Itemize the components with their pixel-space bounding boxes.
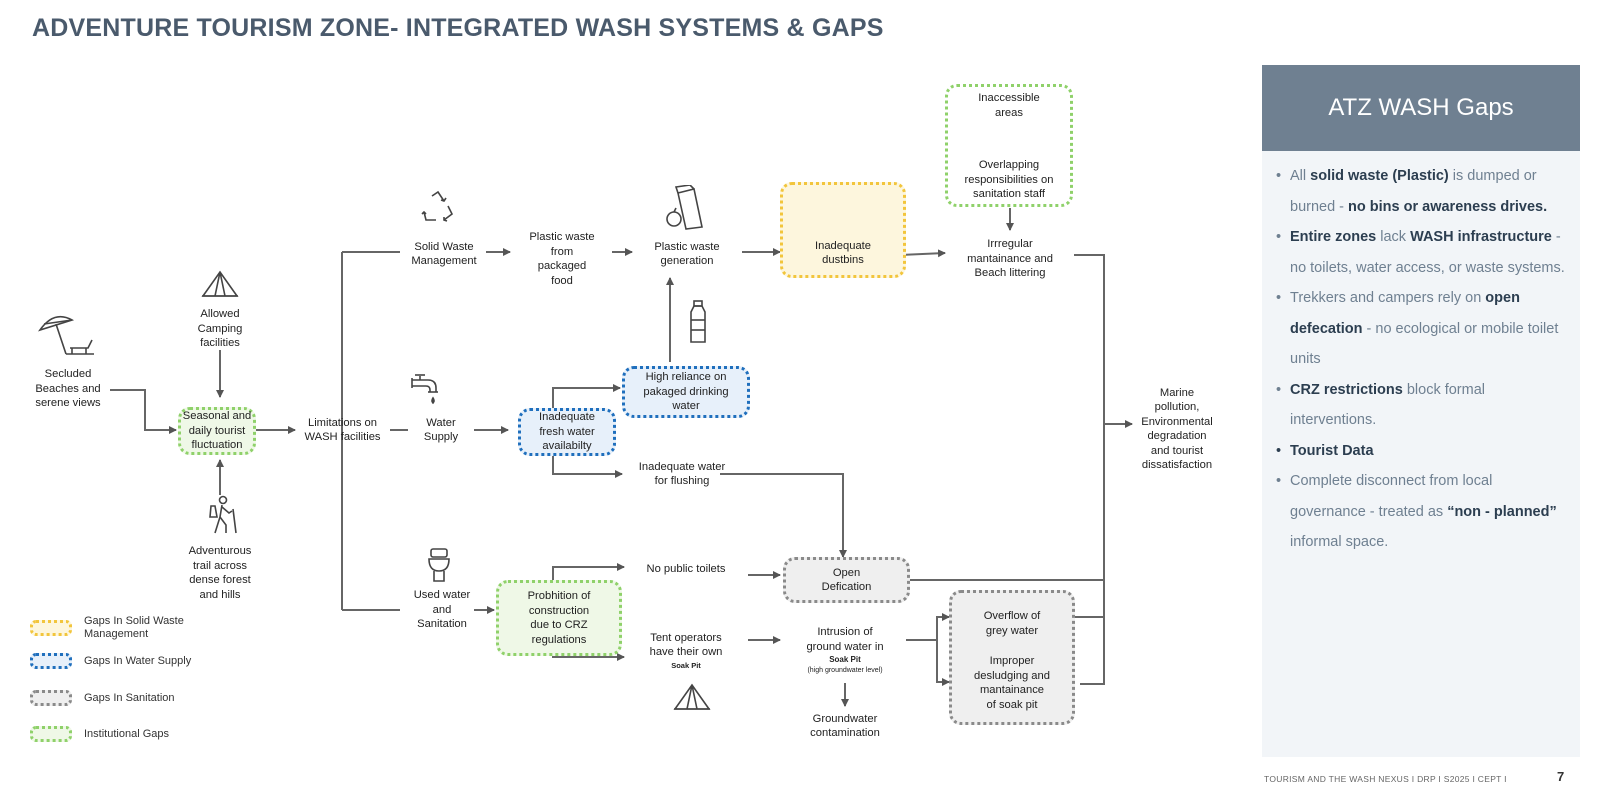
node-water-supply: Water Supply xyxy=(423,416,459,444)
gap-item-text: Trekkers and campers rely on xyxy=(1290,290,1486,306)
flow-connectors xyxy=(110,127,1133,707)
tent-operators-text: Tent operators have their own xyxy=(649,631,723,659)
node-plastic-generation: Plastic waste generation xyxy=(654,240,720,268)
water-bottle-icon xyxy=(690,300,706,343)
legend-swatch-grey xyxy=(30,690,72,706)
panel-title: ATZ WASH Gaps xyxy=(1262,65,1580,151)
gap-item: Complete disconnect from local governanc… xyxy=(1276,466,1572,558)
intrusion-note: (high groundwater level) xyxy=(807,667,883,674)
gap-item-bold: Entire zones xyxy=(1290,229,1377,245)
gap-item-bold: “non - planned” xyxy=(1447,503,1557,520)
node-secluded-beaches: Secluded Beaches and serene views xyxy=(35,368,101,410)
node-solid-waste-management: Solid Waste Management xyxy=(411,240,477,268)
node-high-reliance-packaged-water: High reliance on pakaged drinking water xyxy=(622,366,750,418)
node-inadequate-flushing: Inadequate water for flushing xyxy=(638,460,726,488)
gap-item: Trekkers and campers rely on open defeca… xyxy=(1276,283,1572,375)
gap-item: Entire zones lack WASH infrastructure - … xyxy=(1276,222,1572,283)
node-plastic-packaged-food: Plastic waste from packaged food xyxy=(529,231,595,287)
tent-icon-bottom xyxy=(673,683,711,710)
gap-item-text: informal space. xyxy=(1290,534,1389,550)
legend-label: Institutional Gaps xyxy=(84,728,169,740)
node-improper-desludging: Improper desludging and mantainance of s… xyxy=(974,655,1050,711)
gap-item-bold: Tourist Data xyxy=(1290,442,1374,459)
intrusion-text: Intrusion of ground water in xyxy=(806,626,884,653)
legend-solid-waste: Gaps In Solid Waste Management xyxy=(30,615,184,641)
page-number: 7 xyxy=(1557,769,1565,784)
gaps-list: All solid waste (Plastic) is dumped or b… xyxy=(1276,161,1572,558)
node-no-public-toilets: No public toilets xyxy=(646,562,726,575)
node-inadequate-fresh-water: Inadequate fresh water availabilty xyxy=(518,408,616,456)
gap-item-bold: WASH infrastructure xyxy=(1410,229,1552,245)
node-groundwater-intrusion: Intrusion of ground water in Soak Pit (h… xyxy=(780,620,910,680)
recycle-icon xyxy=(421,190,454,222)
beach-umbrella-icon xyxy=(37,315,94,355)
gap-item-text: - no toilets, water access, or waste sys… xyxy=(1290,229,1565,276)
intrusion-soak-pit: Soak Pit xyxy=(829,655,861,664)
tent-icon xyxy=(201,270,239,297)
legend-swatch-blue xyxy=(30,653,72,669)
gap-item-text: block formal interventions. xyxy=(1290,381,1486,429)
node-institutional-issues: Inaccessible areas Overlapping responsib… xyxy=(945,84,1073,207)
toilet-icon xyxy=(428,548,450,582)
node-seasonal-fluctuation: Seasonal and daily tourist fluctuation xyxy=(178,407,256,455)
packaged-food-icon xyxy=(666,185,703,230)
node-groundwater-contamination: Groundwater contamination xyxy=(810,712,880,740)
gap-item-bold: solid waste (Plastic) xyxy=(1310,168,1449,184)
gap-item-bold: open defecation xyxy=(1290,290,1520,337)
legend-sanitation: Gaps In Sanitation xyxy=(30,690,175,706)
node-overflow-grey-water: Overflow of grey water xyxy=(983,610,1041,637)
gap-item-bold: CRZ restrictions xyxy=(1290,381,1403,398)
legend-institutional: Institutional Gaps xyxy=(30,726,169,742)
node-inaccessible-areas: Inaccessible areas xyxy=(978,92,1040,119)
gap-item-text: lack xyxy=(1376,229,1411,245)
node-construction-prohibition: Probhition of construction due to CRZ re… xyxy=(496,580,622,656)
node-soak-pit-issues: Overflow of grey water Improper desludgi… xyxy=(949,590,1075,725)
gap-item-text: - no ecological or mobile toilet units xyxy=(1290,320,1559,368)
node-limitations-wash: Limitations on WASH facilities xyxy=(304,416,381,444)
legend-label: Gaps In Water Supply xyxy=(84,655,192,667)
node-allowed-camping: Allowed Camping facilities xyxy=(197,308,243,350)
node-overlapping-responsibilities: Overlapping responsibilities on sanitati… xyxy=(964,159,1054,200)
node-irregular-maintenance: Irrregular mantainance and Beach litteri… xyxy=(967,238,1053,280)
gap-item: All solid waste (Plastic) is dumped or b… xyxy=(1276,161,1572,222)
gap-item-text: All xyxy=(1290,168,1311,184)
gap-item: CRZ restrictions block formal interventi… xyxy=(1276,375,1572,436)
legend-label: Gaps In Solid Waste Management xyxy=(84,615,184,640)
node-tent-operators: Tent operators have their own Soak Pit xyxy=(624,628,748,674)
legend-water-supply: Gaps In Water Supply xyxy=(30,653,191,669)
water-tap-icon xyxy=(411,374,438,405)
page-title: ADVENTURE TOURISM ZONE- INTEGRATED WASH … xyxy=(32,14,884,42)
gap-item-text: is dumped or burned - xyxy=(1290,168,1537,215)
tent-soak-pit: Soak Pit xyxy=(671,660,701,670)
hiker-icon xyxy=(209,495,237,534)
node-marine-pollution: Marine pollution, Environmental degradat… xyxy=(1141,386,1213,472)
footer-text: TOURISM AND THE WASH NEXUS I DRP I S2025… xyxy=(1264,774,1507,784)
node-open-defication: Open Defication xyxy=(783,557,910,603)
gap-item-bold: no bins or awareness drives. xyxy=(1348,198,1548,215)
gaps-panel: ATZ WASH Gaps All solid waste (Plastic) … xyxy=(1262,65,1580,757)
gap-item: Tourist Data xyxy=(1276,436,1572,467)
legend-swatch-yellow xyxy=(30,620,72,636)
node-adventurous-trail: Adventurous trail across dense forest an… xyxy=(188,545,252,601)
legend-label: Gaps In Sanitation xyxy=(84,692,175,704)
node-used-water-sanitation: Used water and Sanitation xyxy=(413,589,471,631)
gap-item-text: Complete disconnect from local governanc… xyxy=(1290,473,1493,520)
node-inadequate-dustbins: Inadequate dustbins xyxy=(780,182,906,278)
legend-swatch-green xyxy=(30,726,72,742)
